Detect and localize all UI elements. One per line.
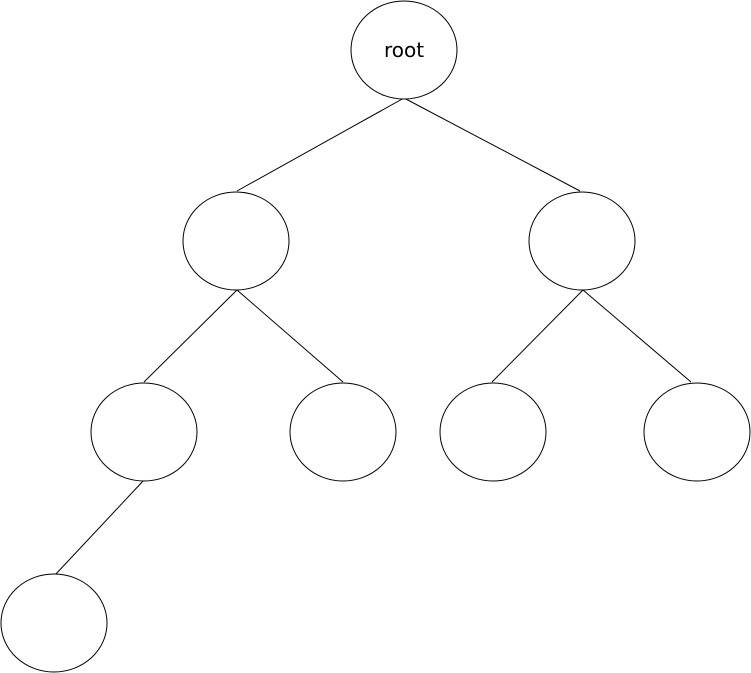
node-left-left-circle [90, 382, 198, 482]
tree-node-right-left [439, 382, 547, 482]
node-root-label: root [384, 38, 424, 62]
node-right-left-circle [439, 382, 547, 482]
tree-node-left [182, 191, 290, 291]
edge-root-left [236, 97, 405, 192]
edge-root-right [403, 97, 581, 192]
edge-left-left-left [143, 289, 238, 383]
tree-node-right-right [643, 382, 751, 482]
edge-right-right-left [491, 289, 584, 383]
edge-left-left-left-left [54, 479, 145, 576]
edge-left-left-right [236, 289, 344, 383]
edge-right-right-right [582, 289, 692, 383]
tree-node-right [528, 191, 636, 291]
tree-node-left-left [90, 382, 198, 482]
node-root-circle [350, 0, 458, 100]
node-left-circle [182, 191, 290, 291]
node-right-circle [528, 191, 636, 291]
node-right-right-circle [643, 382, 751, 482]
tree-node-left-right [289, 382, 397, 482]
node-left-left-left-circle [0, 573, 108, 673]
tree-node-left-left-left [0, 573, 108, 673]
node-left-right-circle [289, 382, 397, 482]
tree-node-root: root [350, 0, 458, 100]
